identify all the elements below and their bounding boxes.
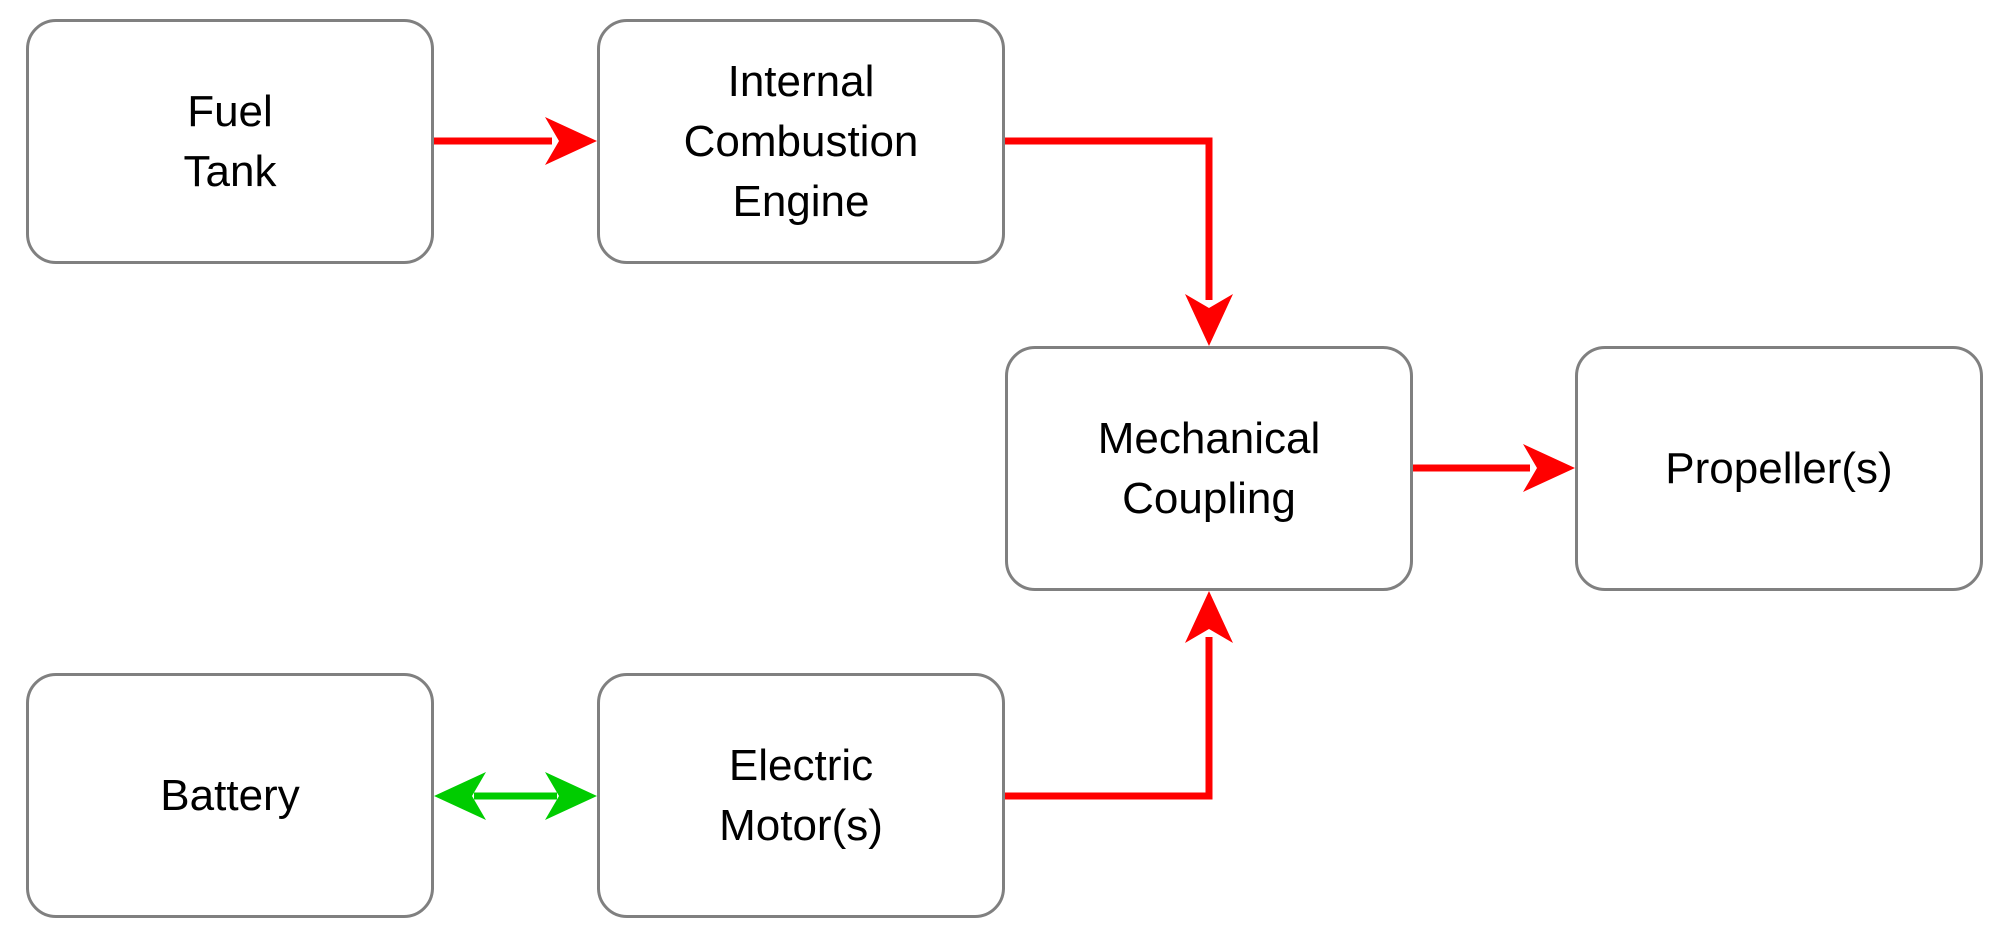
- electric-motors-node: Electric Motor(s): [597, 673, 1005, 918]
- arrow-fuel-tank-to-engine: [434, 117, 597, 165]
- propellers-node: Propeller(s): [1575, 346, 1983, 591]
- mechanical-coupling-label: Mechanical Coupling: [1097, 413, 1321, 523]
- fuel-tank-node: Fuel Tank: [26, 19, 434, 264]
- fuel-tank-label: Fuel Tank: [183, 86, 277, 196]
- engine-label: Internal Combustion Engine: [683, 56, 919, 226]
- arrow-battery-motor-bidirectional: [434, 772, 597, 820]
- electric-motors-label: Electric Motor(s): [719, 740, 883, 850]
- arrow-engine-to-coupling: [1005, 137, 1233, 346]
- battery-node: Battery: [26, 673, 434, 918]
- battery-label: Battery: [160, 770, 300, 820]
- engine-node: Internal Combustion Engine: [597, 19, 1005, 264]
- mechanical-coupling-node: Mechanical Coupling: [1005, 346, 1413, 591]
- propellers-label: Propeller(s): [1665, 443, 1893, 493]
- arrow-coupling-to-propeller: [1413, 444, 1575, 492]
- arrow-motor-to-coupling: [1005, 591, 1233, 800]
